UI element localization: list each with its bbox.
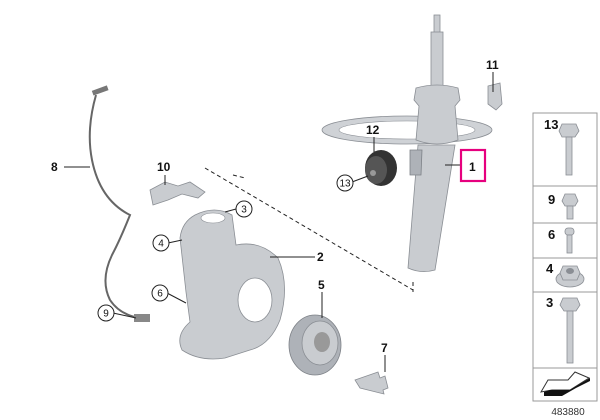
callout-8[interactable]: 8 — [51, 160, 58, 174]
callout-2[interactable]: 2 — [317, 250, 324, 264]
steering-knuckle[interactable] — [179, 209, 285, 360]
flange-bolt-short-icon — [561, 193, 579, 220]
callout-9[interactable]: 9 — [103, 309, 109, 320]
panel-item-6[interactable]: 6 — [548, 227, 575, 254]
socket-screw-icon — [564, 227, 575, 254]
callout-4[interactable]: 4 — [158, 239, 164, 250]
svg-text:9: 9 — [548, 192, 555, 207]
parts-panel: 13 9 6 4 — [532, 112, 598, 402]
svg-text:4: 4 — [546, 261, 554, 276]
reference-number: 483880 — [551, 407, 585, 418]
direction-arrow-icon — [540, 371, 591, 396]
flange-nut-icon — [555, 265, 585, 288]
svg-text:3: 3 — [546, 295, 553, 310]
hex-bolt-long-icon — [559, 297, 581, 364]
bracket-part-10[interactable] — [149, 181, 206, 206]
bracket-part-11[interactable] — [487, 82, 503, 111]
callout-7[interactable]: 7 — [381, 341, 388, 355]
wheel-speed-sensor-cable[interactable] — [88, 85, 150, 322]
callout-6[interactable]: 6 — [157, 289, 163, 300]
svg-text:6: 6 — [548, 227, 555, 242]
flange-bolt-long-icon — [558, 123, 580, 176]
highlight-box — [459, 148, 487, 183]
svg-text:13: 13 — [544, 117, 558, 132]
callout-13[interactable]: 13 — [339, 179, 351, 190]
callout-11[interactable]: 11 — [486, 58, 499, 72]
rubber-bushing-part-12[interactable] — [365, 150, 397, 186]
bolt-part-7[interactable] — [354, 371, 389, 395]
panel-item-13[interactable]: 13 — [544, 117, 580, 176]
panel-item-3[interactable]: 3 — [546, 295, 581, 364]
callout-1[interactable]: 1 — [469, 160, 476, 174]
panel-item-4[interactable]: 4 — [546, 261, 585, 288]
callout-3[interactable]: 3 — [241, 205, 247, 216]
callout-10[interactable]: 10 — [157, 160, 171, 174]
panel-item-9[interactable]: 9 — [548, 192, 579, 220]
callout-5[interactable]: 5 — [318, 278, 325, 292]
shock-absorber-strut[interactable] — [321, 14, 493, 272]
wheel-hub-bearing[interactable] — [288, 314, 342, 376]
callout-12[interactable]: 12 — [366, 123, 380, 137]
